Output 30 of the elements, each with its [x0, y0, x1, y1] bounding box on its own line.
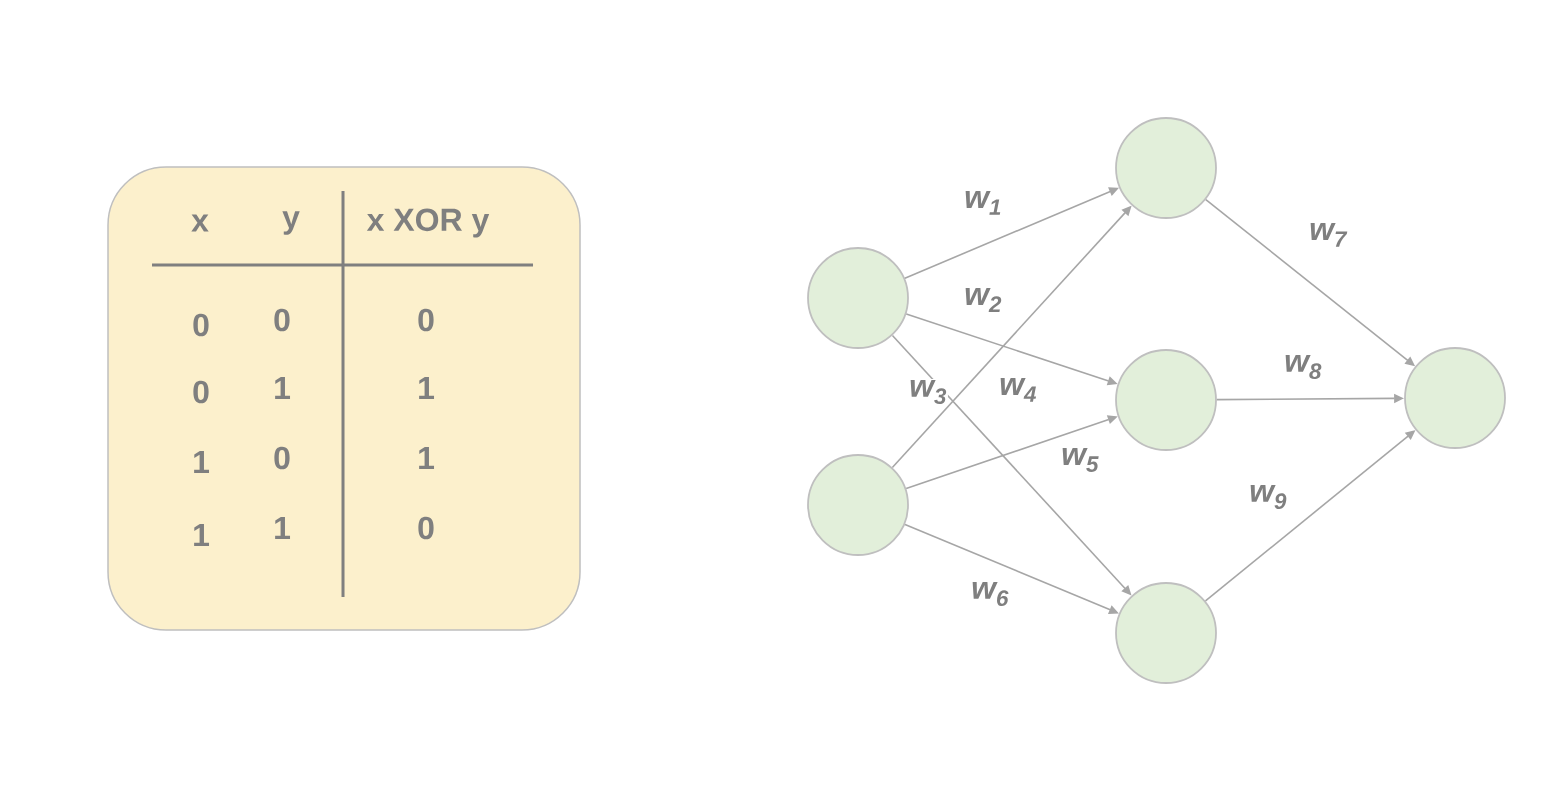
neuron-circle	[807, 454, 909, 556]
neuron-circle	[1115, 582, 1217, 684]
column-header: y	[282, 211, 300, 235]
neuron-circle	[1404, 347, 1506, 449]
table-cell: 0	[193, 313, 209, 337]
neuron-circle	[1115, 117, 1217, 219]
column-header: x	[191, 214, 209, 232]
neuron-circle	[1115, 349, 1217, 451]
neuron-circle	[807, 247, 909, 349]
table-cell: 1	[275, 377, 290, 399]
edge-label: w$_{4}$	[998, 377, 1038, 403]
table-cell: 1	[194, 451, 209, 473]
table-cell: 1	[275, 517, 290, 539]
edge-label: w$_{1}$	[963, 190, 1003, 216]
edge-label: w$_{9}$	[1248, 483, 1288, 511]
column-header: x XOR y	[366, 208, 490, 238]
table-cell: 0	[274, 446, 290, 470]
edge-label: w$_{5}$	[1060, 447, 1100, 473]
table-cell: 1	[419, 447, 434, 469]
table-cell: 1	[194, 524, 209, 546]
edge-label: w$_{3}$	[908, 378, 948, 406]
edge-label: w$_{6}$	[970, 580, 1010, 608]
edge-label: w$_{7}$	[1308, 222, 1348, 248]
table-cell: 0	[193, 380, 209, 404]
table-cell: 0	[418, 308, 434, 332]
table-cell: 1	[419, 377, 434, 399]
edge-label: w$_{8}$	[1283, 353, 1323, 381]
edge-label: w$_{2}$	[963, 287, 1003, 313]
table-cell: 0	[274, 308, 290, 332]
table-cell: 0	[418, 516, 434, 540]
